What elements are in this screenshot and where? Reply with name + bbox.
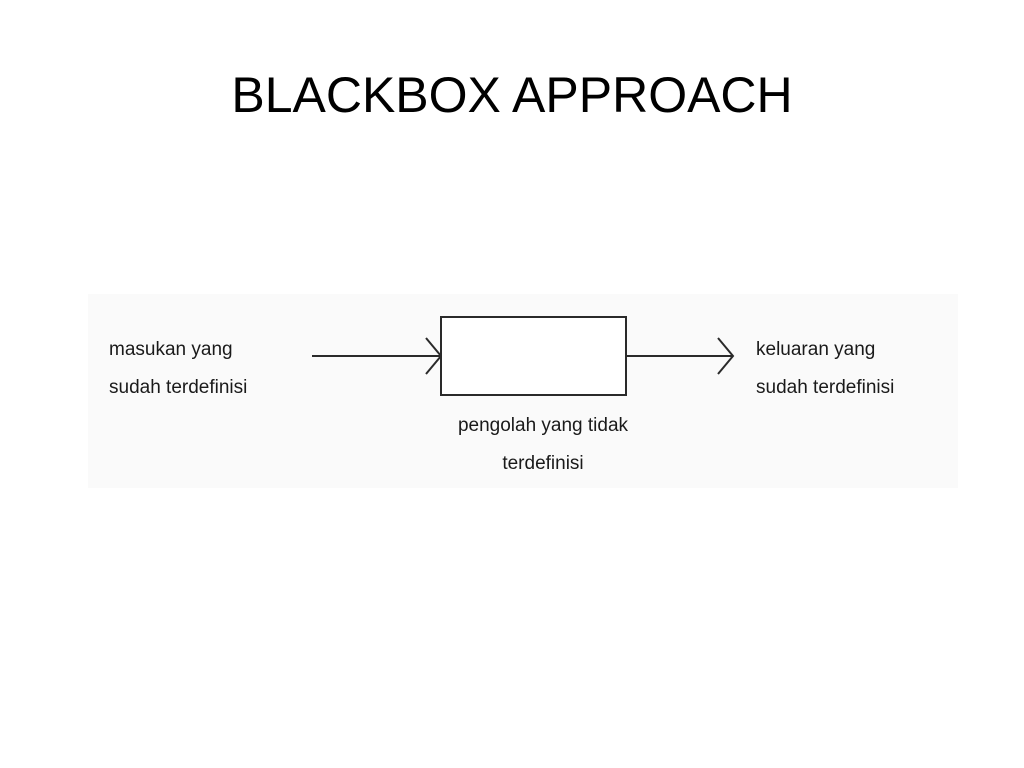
output-label: keluaran yang sudah terdefinisi <box>756 331 894 407</box>
input-label: masukan yang sudah terdefinisi <box>109 331 247 407</box>
blackbox-rect <box>440 316 627 396</box>
output-arrow <box>626 337 735 375</box>
input-label-line2: sudah terdefinisi <box>109 377 248 398</box>
output-label-line1: keluaran yang <box>756 339 876 360</box>
process-label-line2: terdefinisi <box>502 453 584 474</box>
diagram-canvas <box>312 316 735 396</box>
output-label-line2: sudah terdefinisi <box>756 377 895 398</box>
process-label: pengolah yang tidak terdefinisi <box>408 407 678 483</box>
slide-title: BLACKBOX APPROACH <box>231 67 793 123</box>
process-label-line1: pengolah yang tidak <box>457 415 629 436</box>
input-label-line1: masukan yang <box>109 339 233 360</box>
blackbox-diagram: masukan yang sudah terdefinisi keluaran … <box>88 294 958 488</box>
input-arrow <box>312 337 443 375</box>
